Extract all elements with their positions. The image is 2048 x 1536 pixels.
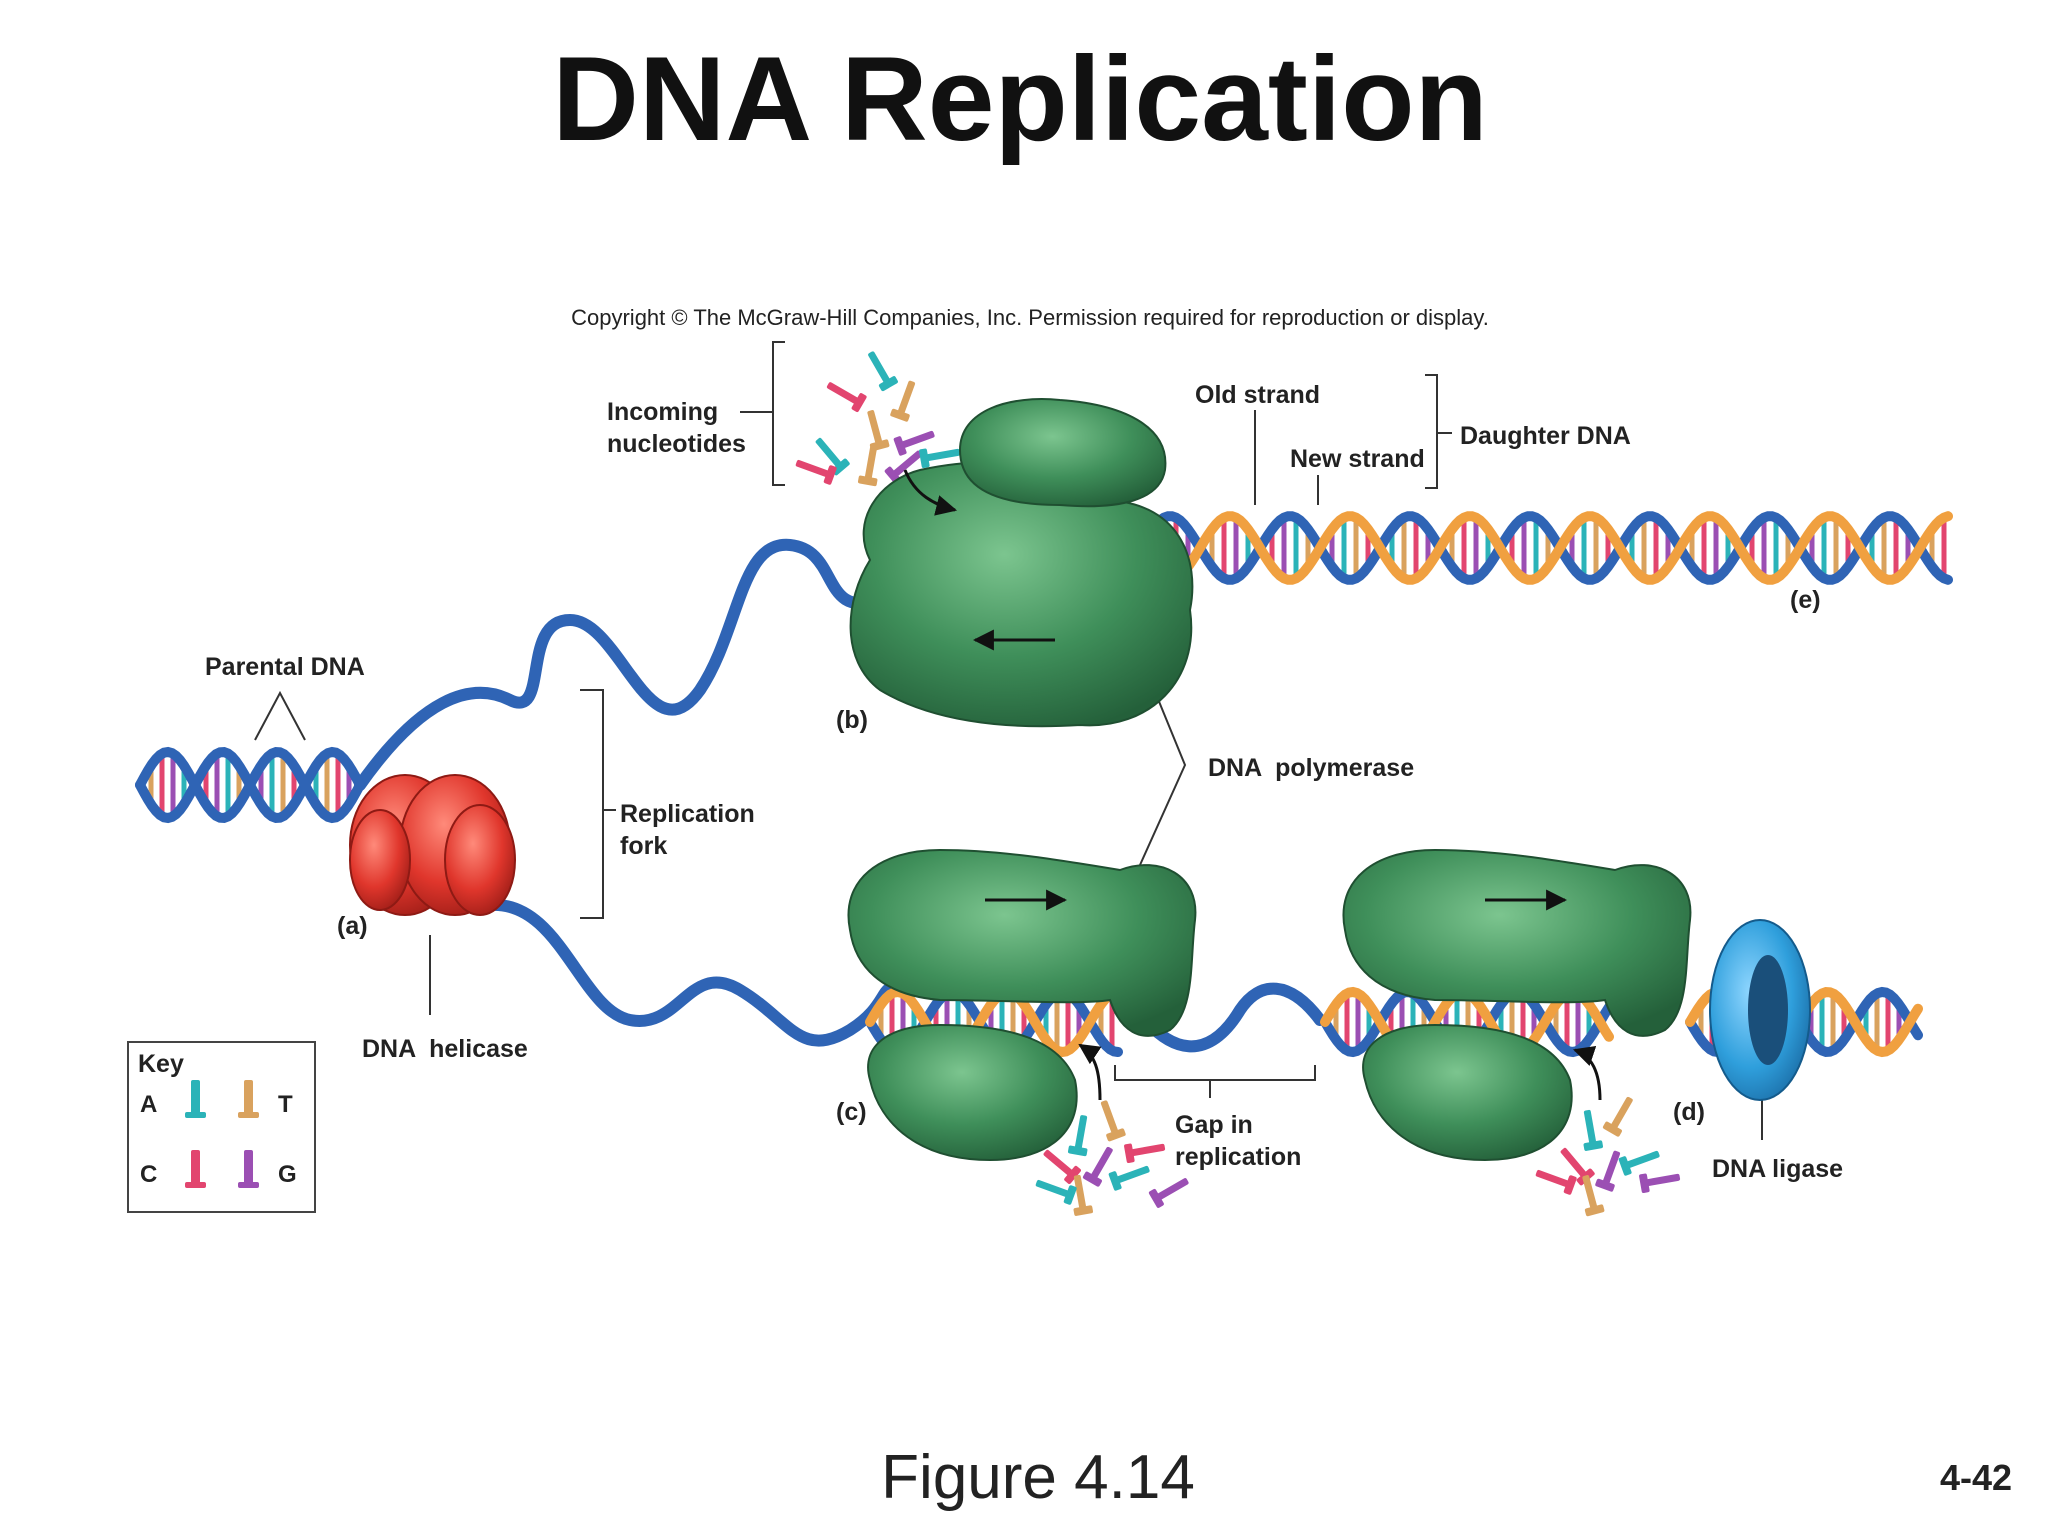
upper-template-strand (354, 538, 886, 791)
nucleotide (1618, 1150, 1660, 1176)
parental-dna-label: Parental DNA (205, 653, 365, 681)
incoming-label-2: nucleotides (607, 430, 746, 458)
lower-template-strand (484, 898, 906, 1047)
nucleotide (1043, 1149, 1081, 1184)
new-strand-label: New strand (1290, 445, 1425, 473)
nucleotide (890, 380, 916, 422)
nucleotide (815, 437, 850, 476)
dna-polymerase-b (849, 398, 1194, 728)
nucleotide (1108, 1165, 1150, 1191)
key-letter-c: C (140, 1161, 157, 1188)
panel-d-label: (d) (1673, 1098, 1705, 1126)
nucleotide (1035, 1179, 1077, 1205)
key-letter-a: A (140, 1091, 157, 1118)
dna-polymerase-c (847, 848, 1197, 1162)
parental-leader (254, 690, 306, 741)
dna-polymerase-d (1342, 848, 1692, 1162)
nucleotide (1595, 1150, 1621, 1192)
nucleotide (1639, 1173, 1681, 1194)
old-strand-label: Old strand (1195, 381, 1320, 409)
page-title: DNA Replication (552, 32, 1488, 166)
nucleotide (868, 351, 898, 392)
gap-bracket (1114, 1065, 1316, 1081)
parental-helix (135, 746, 365, 824)
key-letter-t: T (278, 1091, 293, 1118)
panel-e-label: (e) (1790, 586, 1821, 614)
copyright-notice: Copyright © The McGraw-Hill Companies, I… (571, 305, 1489, 330)
incoming-bracket (772, 341, 785, 486)
replication-fork-label-1: Replication (620, 800, 755, 828)
dna-helicase (349, 774, 516, 916)
panel-b-label: (b) (836, 706, 868, 734)
dna-ligase (1709, 919, 1811, 1101)
nucleotide (1067, 1115, 1088, 1157)
key-swatch-c (185, 1150, 206, 1188)
entry-arrow-c (1078, 1043, 1102, 1101)
nucleotide (1100, 1100, 1126, 1142)
nucleotide (867, 410, 890, 452)
key-swatch-t (238, 1080, 259, 1118)
nucleotide (857, 445, 878, 487)
gap-label-2: replication (1175, 1143, 1301, 1171)
dna-polymerase-label: DNA polymerase (1208, 754, 1414, 782)
nucleotide (1583, 1109, 1604, 1151)
free-nucleotides (795, 351, 1681, 1217)
page-number: 4-42 (1940, 1457, 2012, 1498)
gap-single-strand (1124, 982, 1326, 1053)
incoming-label-1: Incoming (607, 398, 718, 426)
panel-c-label: (c) (836, 1098, 867, 1126)
entry-arrow-d (1573, 1046, 1602, 1101)
nucleotide (919, 448, 961, 469)
nucleotide (826, 382, 867, 413)
nucleotide (1535, 1169, 1577, 1195)
key-swatch-g (238, 1150, 259, 1188)
nucleotide (1582, 1175, 1605, 1217)
key-title: Key (138, 1050, 184, 1078)
nucleotide (1082, 1146, 1113, 1187)
panel-a-label: (a) (337, 912, 368, 940)
nucleotide (795, 459, 837, 485)
dna-helicase-label: DNA helicase (362, 1035, 528, 1063)
figure-caption: Figure 4.14 (881, 1443, 1195, 1512)
key-swatch-a (185, 1080, 206, 1118)
daughter-bracket (1425, 374, 1438, 489)
fork-bracket (580, 689, 604, 919)
sugar-phosphate-backbone (135, 746, 365, 824)
gap-label-1: Gap in (1175, 1111, 1253, 1139)
dna-ligase-label: DNA ligase (1712, 1155, 1843, 1183)
nucleotide (1124, 1143, 1166, 1164)
entry-arrow-b (903, 469, 958, 516)
nucleotide (1073, 1174, 1094, 1216)
key-swatches (185, 1080, 259, 1188)
replication-fork-label-2: fork (620, 832, 667, 860)
nucleotide (1602, 1096, 1633, 1137)
key-letter-g: G (278, 1161, 297, 1188)
nucleotide (893, 430, 935, 456)
daughter-dna-label: Daughter DNA (1460, 422, 1631, 450)
nucleotide (1148, 1178, 1189, 1208)
